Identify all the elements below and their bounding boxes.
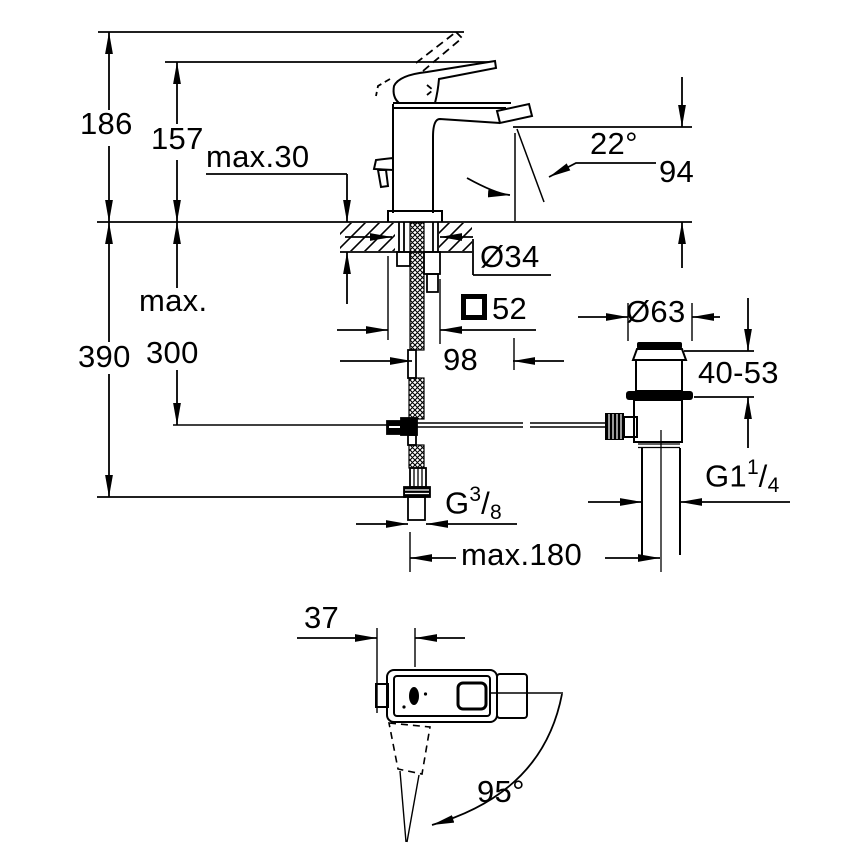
dim-label-spout-reach: 98 <box>443 342 479 377</box>
dim-d34-leader <box>472 239 551 276</box>
plan-spout-tab <box>375 683 389 708</box>
plan-view <box>297 628 563 843</box>
braided-hose-middle <box>408 377 425 420</box>
dim-label-lever-height: 157 <box>151 121 204 156</box>
waste-thread-base: G1 <box>705 458 747 494</box>
mounting-washer-left <box>396 251 411 267</box>
dim-label-waste-offset: max.180 <box>461 537 582 572</box>
dim-label-hose-drop-value: 300 <box>146 335 199 370</box>
reference-lines <box>97 31 692 498</box>
hose-thread-slash: / <box>481 485 491 521</box>
hose-ribbed-adapter <box>409 467 427 488</box>
spout-angle-arc <box>466 177 511 198</box>
dim-label-plan-offset: 37 <box>304 600 340 635</box>
dim-label-body-square-value: 52 <box>492 291 528 326</box>
plan-swivel-arc <box>431 693 563 826</box>
waste-knob-connector <box>623 416 638 438</box>
braided-hose-upper <box>409 222 425 351</box>
square-section-icon <box>461 294 487 320</box>
shank-walls <box>398 222 439 252</box>
waste-knurled-knob <box>605 413 624 440</box>
waste-groove <box>638 443 680 449</box>
dim-label-total-height: 186 <box>80 106 133 141</box>
dim-label-deck-thickness: max.30 <box>206 139 310 174</box>
waste-thread-numerator: 1 <box>746 456 759 479</box>
braided-hose-lower <box>408 444 425 469</box>
plan-body-inner <box>393 675 491 717</box>
dimension-lines <box>105 32 790 572</box>
hose-nut-bands <box>405 489 429 495</box>
hose-thread-tube <box>407 496 426 521</box>
plan-dot-2 <box>402 705 406 709</box>
faucet-side-view <box>372 31 656 222</box>
plan-cartridge-square <box>456 681 488 711</box>
waste-thread-slash: / <box>758 458 768 494</box>
faucet-lever <box>392 59 498 104</box>
mounting-nut-right <box>423 251 441 275</box>
popup-pull-rod <box>417 422 607 428</box>
spout-underside <box>432 117 501 213</box>
dim-label-hose-drop-word: max. <box>139 283 208 318</box>
dim-label-rod-drop: 390 <box>78 339 131 374</box>
waste-flange <box>626 391 693 400</box>
rod-connector-main <box>400 417 418 436</box>
popup-waste-assembly <box>605 342 693 572</box>
dim-label-waste-range: 40-53 <box>698 355 779 390</box>
hose-link <box>407 434 417 446</box>
mounting-and-hose <box>386 222 607 521</box>
plan-dot-1 <box>423 692 428 696</box>
hose-thread-base: G <box>445 485 470 521</box>
faucet-lever-raised-dashed <box>375 31 463 97</box>
dim-label-waste-thread: G11/4 <box>705 456 779 496</box>
dim-label-lever-swivel: 95° <box>477 774 525 809</box>
waste-thread-denominator: 4 <box>767 474 780 498</box>
dim-label-body-square: 52 <box>461 291 528 326</box>
mounting-stud <box>426 273 439 293</box>
dim-52-ext <box>387 256 441 344</box>
waste-lower-body <box>633 399 683 443</box>
popup-rod-knob <box>372 156 394 189</box>
plan-handle <box>496 673 528 719</box>
dim-label-spout-angle: 22° <box>590 126 638 161</box>
plan-body-outline <box>386 669 498 723</box>
dim-4053-refs <box>684 350 754 398</box>
dim-label-hole-diameter: Ø34 <box>480 239 540 274</box>
hose-plain-section <box>407 349 417 379</box>
waste-knob-ridges <box>608 414 622 439</box>
plan-lever-extension-lines <box>399 770 420 843</box>
dim-label-hose-thread: G3/8 <box>445 483 502 523</box>
spout-aerator <box>495 102 534 125</box>
spout-angle-leader <box>548 162 656 178</box>
dim-label-waste-diameter: Ø63 <box>626 294 686 329</box>
plan-spout-outlet <box>409 687 419 705</box>
waste-cap <box>637 342 682 349</box>
dim-d63-ext <box>627 303 693 341</box>
plan-lever-rotated-dashed <box>388 722 431 775</box>
water-stream-line <box>516 128 545 203</box>
faucet-base-plate <box>387 210 443 222</box>
hose-thread-denominator: 8 <box>490 501 502 525</box>
hose-thread-numerator: 3 <box>469 483 482 506</box>
waste-upper-body <box>635 359 683 392</box>
hose-nut <box>403 486 431 498</box>
dim-label-spout-height: 94 <box>659 154 695 189</box>
waste-taper <box>631 348 688 361</box>
